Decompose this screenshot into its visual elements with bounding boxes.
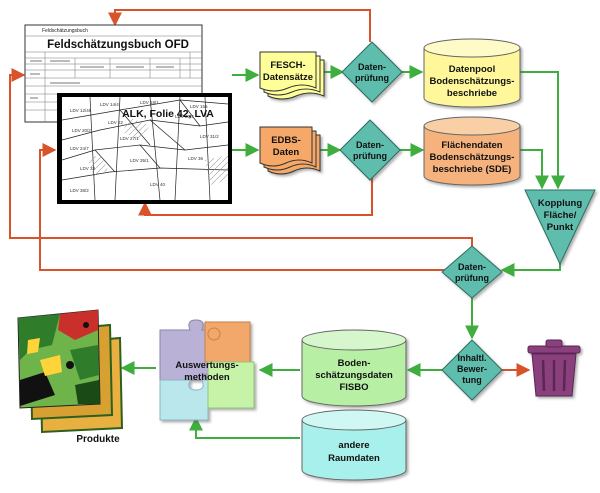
flaechendaten-cylinder bbox=[423, 116, 521, 186]
alk-parcel-lines bbox=[61, 96, 229, 201]
flaechendaten-line2: Bodenschätzungs- bbox=[430, 152, 515, 163]
bewertung-line1: Inhaltl. bbox=[458, 353, 487, 363]
pruefung2-line1: Daten- bbox=[356, 140, 384, 150]
alk-parcel-label: LDV 36 bbox=[188, 156, 204, 161]
fesch-label-line1: FESCH- bbox=[270, 60, 305, 71]
map-stack-icon bbox=[17, 309, 124, 434]
arrow-flaechendaten-to-kopplung bbox=[520, 149, 549, 190]
edbs-daten-documents: EDBS- Daten bbox=[259, 126, 321, 175]
arrow-pruefung2-to-alk bbox=[138, 175, 373, 216]
arrow-pruefung3-to-feldbuch bbox=[9, 68, 473, 250]
feldbuch-scribbles bbox=[30, 60, 174, 99]
fisbo-line2: schätzungsdaten bbox=[315, 370, 393, 381]
edbs-label-line1: EDBS- bbox=[271, 135, 301, 146]
trash-can-icon bbox=[527, 339, 581, 397]
pruefung1-line1: Daten- bbox=[358, 62, 386, 72]
kopplung-line3: Punkt bbox=[547, 222, 574, 233]
alk-hatched-area bbox=[88, 154, 108, 176]
datenpruefung-diamond-2: Daten- prüfung bbox=[339, 119, 401, 181]
flaechendaten-line1: Flächendaten bbox=[441, 140, 502, 151]
bewertung-line3: tung bbox=[462, 375, 482, 385]
alk-parcel-label: LDV 35/1 bbox=[130, 158, 149, 163]
alk-parcel-label: LDV 24/7 bbox=[70, 146, 89, 151]
bewertung-diamond: Inhaltl. Bewer- tung bbox=[441, 339, 503, 401]
alk-parcel-label: LDV 12/46 bbox=[70, 108, 92, 113]
datenpool-line2: Bodenschätzungs- bbox=[430, 76, 515, 87]
pruefung3-line2: prüfung bbox=[455, 273, 489, 283]
datenpool-line1: Datenpool bbox=[449, 64, 495, 75]
edbs-label-line2: Daten bbox=[273, 147, 300, 158]
alk-title: ALK, Folie 42, LVA bbox=[122, 108, 214, 120]
raumdaten-line1: andere bbox=[338, 440, 369, 451]
feldbuch-header: Feldschätzungsbuch bbox=[42, 28, 88, 34]
raumdaten-cylinder bbox=[301, 409, 407, 481]
alk-parcel-label: LDV 40 bbox=[150, 182, 166, 187]
kopplung-line1: Kopplung bbox=[538, 198, 583, 209]
bewertung-line2: Bewer- bbox=[457, 364, 487, 374]
green-flow-arrows bbox=[120, 65, 565, 439]
fesch-datensaetze-documents: FESCH- Datensätze bbox=[259, 51, 325, 100]
pruefung3-line1: Daten- bbox=[458, 262, 486, 272]
produkte-map-areas bbox=[18, 310, 100, 406]
red-feedback-arrows bbox=[9, 9, 531, 377]
datenpruefung-diamond-3: Daten- prüfung bbox=[441, 245, 503, 299]
fesch-label-line2: Datensätze bbox=[263, 72, 313, 83]
alk-parcel-label: LDV 22 bbox=[108, 120, 124, 125]
kopplung-triangle: Kopplung Fläche/ Punkt bbox=[524, 189, 596, 266]
datenpool-line3: beschriebe bbox=[447, 88, 497, 99]
alk-hatched-area bbox=[205, 155, 228, 185]
alk-hatched-area bbox=[122, 118, 150, 140]
alk-parcel-label: LDV 20/2 bbox=[72, 128, 91, 133]
alk-parcel-label: LDV 27/1 bbox=[120, 136, 139, 141]
auswertung-line1: Auswertungs- bbox=[175, 360, 238, 371]
flaechendaten-line3: beschriebe (SDE) bbox=[433, 164, 512, 175]
arrow-pruefung1-to-feldbuch bbox=[108, 9, 371, 42]
alk-parcel-label: LDV 14/4 bbox=[100, 102, 119, 107]
fisbo-cylinder bbox=[301, 329, 407, 407]
alk-parcel-label: LDV 38/2 bbox=[70, 188, 89, 193]
alk-parcel-label: LDV 18/1 bbox=[140, 100, 159, 105]
alk-parcel-label: LDV 15a bbox=[190, 104, 208, 109]
fisbo-line3: FISBO bbox=[339, 382, 368, 393]
puzzle-icon bbox=[159, 319, 255, 421]
feldbuch-title: Feldschätzungsbuch OFD bbox=[47, 39, 189, 51]
raumdaten-line2: Raumdaten bbox=[328, 453, 380, 464]
alk-parcel-label: LDV 31/2 bbox=[200, 134, 219, 139]
arrow-kopplung-to-pruefung3 bbox=[500, 262, 561, 277]
datenpool-cylinder bbox=[423, 38, 521, 108]
pruefung2-line2: prüfung bbox=[353, 151, 387, 161]
alk-parcel-label: LDV 23/4 bbox=[175, 114, 194, 119]
pruefung1-line2: prüfung bbox=[355, 73, 389, 83]
produkte-label: Produkte bbox=[76, 434, 120, 445]
kopplung-line2: Fläche/ bbox=[544, 210, 577, 221]
alk-parcel-label: LDV 33 bbox=[80, 166, 96, 171]
auswertung-line2: methoden bbox=[184, 372, 230, 383]
arrow-raumdaten-to-auswertung bbox=[189, 416, 300, 439]
datenpruefung-diamond-1: Daten- prüfung bbox=[341, 41, 403, 103]
arrow-pruefung3-to-alk bbox=[39, 143, 445, 271]
arrow-datenpool-to-kopplung bbox=[520, 71, 565, 190]
fisbo-line1: Boden- bbox=[338, 358, 371, 369]
